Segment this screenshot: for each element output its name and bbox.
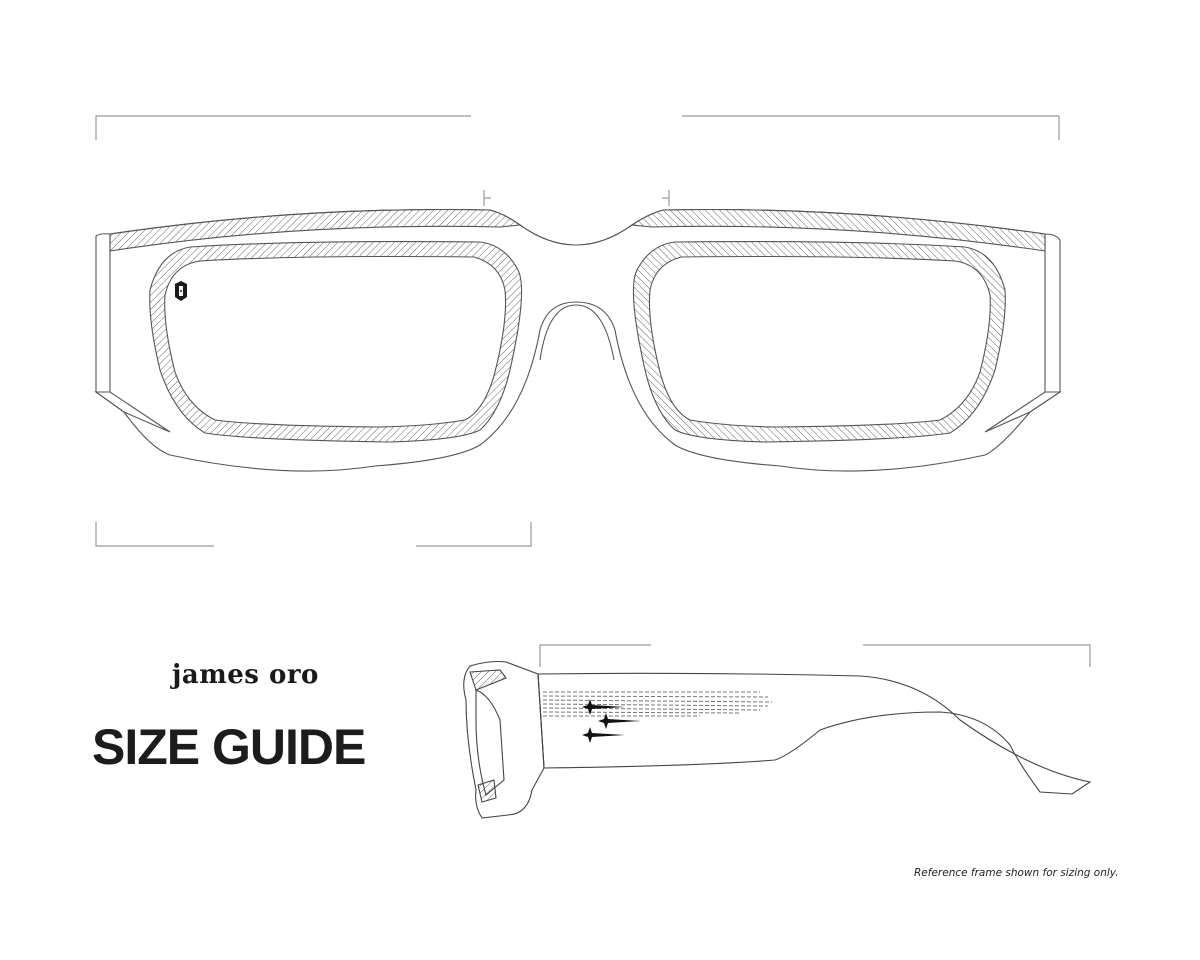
sizing-disclaimer: Reference frame shown for sizing only.	[914, 867, 1119, 879]
temple-ornament	[542, 691, 773, 743]
star-icon	[582, 699, 641, 743]
brand-logo-icon	[175, 281, 187, 301]
front-view-frame	[94, 208, 1062, 472]
dimension-brackets-side	[539, 644, 1091, 667]
dimension-brackets-front	[95, 115, 1060, 547]
brand-wordmark: james oro	[172, 660, 319, 690]
page-title: SIZE GUIDE	[92, 719, 366, 775]
side-view-frame	[463, 660, 1092, 819]
